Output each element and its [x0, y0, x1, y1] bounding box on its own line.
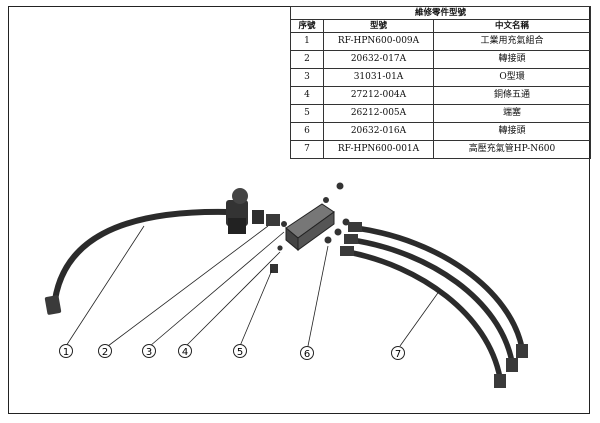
row-name: 端塞: [432, 104, 592, 123]
row-no: 1: [290, 32, 324, 51]
table-title: 維修零件型號: [289, 6, 592, 20]
row-name: 高壓充氣管HP-N600: [432, 140, 592, 159]
row-model: 26212-005A: [323, 104, 434, 123]
balloon-3: 3: [142, 344, 156, 358]
inflator-valve-assembly: [226, 188, 280, 234]
row-name: 轉接頭: [432, 122, 592, 141]
balloon-5-label: 5: [237, 347, 243, 358]
header-name: 中文名稱: [432, 19, 592, 33]
row-model: RF-HPN600-001A: [323, 140, 434, 159]
row-no: 3: [290, 68, 324, 87]
row-no: 5: [290, 104, 324, 123]
balloon-2-label: 2: [102, 347, 108, 358]
row-name: O型環: [432, 68, 592, 87]
balloon-4-label: 4: [182, 347, 188, 358]
row-model: 27212-004A: [323, 86, 434, 105]
row-name: 工業用充氣組合: [432, 32, 592, 51]
balloon-1: 1: [59, 344, 73, 358]
row-no: 7: [290, 140, 324, 159]
row-no: 6: [290, 122, 324, 141]
manifold-block: [270, 182, 350, 273]
balloon-2: 2: [98, 344, 112, 358]
row-model: 20632-016A: [323, 122, 434, 141]
balloon-1-label: 1: [63, 347, 69, 358]
balloon-7-label: 7: [395, 349, 401, 360]
balloon-6: 6: [300, 346, 314, 360]
row-model: RF-HPN600-009A: [323, 32, 434, 51]
row-name: 銅條五通: [432, 86, 592, 105]
row-model: 31031-01A: [323, 68, 434, 87]
row-name: 轉接頭: [432, 50, 592, 69]
hose-set-right: [340, 222, 528, 388]
header-no: 序號: [290, 19, 324, 33]
row-no: 2: [290, 50, 324, 69]
row-model: 20632-017A: [323, 50, 434, 69]
balloon-7: 7: [391, 346, 405, 360]
row-no: 4: [290, 86, 324, 105]
balloon-4: 4: [178, 344, 192, 358]
leader-lines: [65, 225, 441, 347]
balloon-6-label: 6: [304, 349, 310, 360]
balloon-3-label: 3: [146, 347, 152, 358]
balloon-5: 5: [233, 344, 247, 358]
hose-assembly-left: [44, 208, 231, 315]
header-model: 型號: [323, 19, 434, 33]
